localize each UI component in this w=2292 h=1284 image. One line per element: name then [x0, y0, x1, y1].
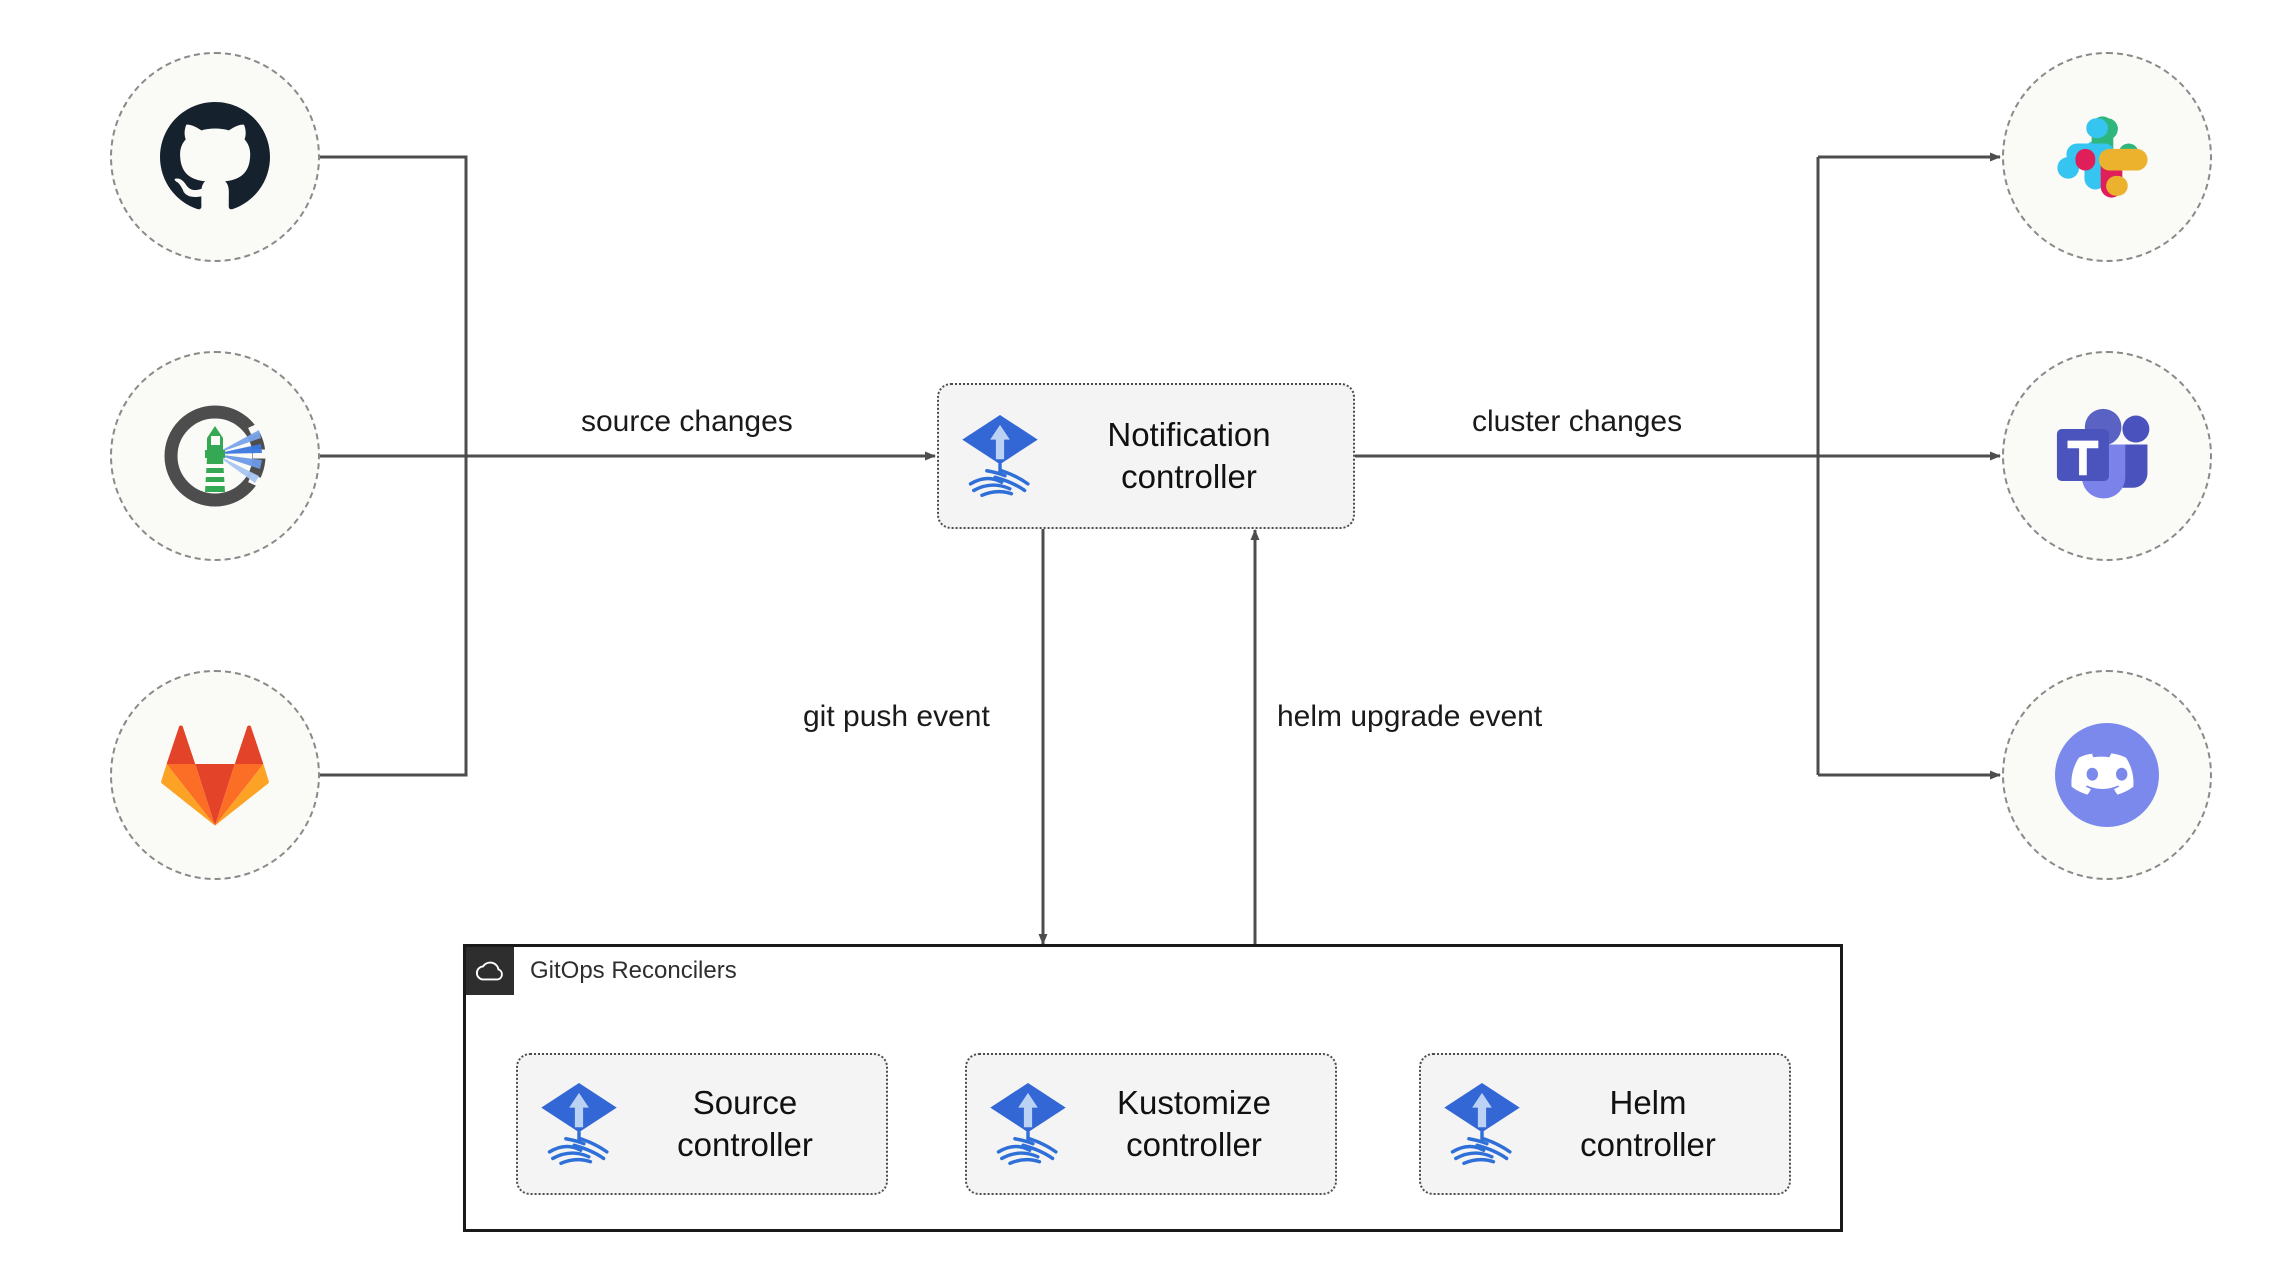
- gitops-reconcilers-container: GitOps Reconcilers Source controller: [463, 944, 1843, 1232]
- flux-icon: [962, 415, 1038, 498]
- notification-controller-box[interactable]: Notification controller: [937, 383, 1355, 529]
- teams-icon: [2056, 408, 2150, 499]
- container-title: GitOps Reconcilers: [530, 957, 737, 984]
- edge-label-source-changes: source changes: [581, 405, 793, 438]
- notification-controller-label: Notification controller: [1107, 415, 1271, 495]
- helm-controller-label: Helm controller: [1580, 1083, 1716, 1163]
- helm-controller-box[interactable]: Helm controller: [1419, 1053, 1791, 1195]
- kustomize-controller-box[interactable]: Kustomize controller: [965, 1053, 1337, 1195]
- edge-label-helm-upgrade-event: helm upgrade event: [1277, 700, 1543, 733]
- edge-github-to-bus: [317, 155, 468, 456]
- gitlab-icon: [161, 725, 269, 826]
- github-icon: [160, 102, 270, 210]
- slack-icon: [2057, 116, 2148, 198]
- discord-icon: [2055, 723, 2159, 827]
- edge-gitlab-to-bus: [317, 456, 468, 777]
- source-node-gitlab[interactable]: [110, 670, 320, 880]
- cloud-icon: [466, 947, 514, 995]
- flux-icon: [541, 1083, 617, 1166]
- source-node-github[interactable]: [110, 52, 320, 262]
- source-controller-label: Source controller: [677, 1083, 813, 1163]
- edge-label-git-push-event: git push event: [803, 700, 990, 733]
- flux-icon: [990, 1083, 1066, 1166]
- container-header: GitOps Reconcilers: [466, 947, 737, 995]
- helm-icon: [164, 405, 267, 507]
- edge-label-cluster-changes: cluster changes: [1472, 405, 1683, 438]
- kustomize-controller-label: Kustomize controller: [1116, 1083, 1272, 1163]
- source-controller-box[interactable]: Source controller: [516, 1053, 888, 1195]
- source-node-helm[interactable]: [110, 351, 320, 561]
- destination-node-slack[interactable]: [2002, 52, 2212, 262]
- destination-node-discord[interactable]: [2002, 670, 2212, 880]
- flux-icon: [1444, 1083, 1520, 1166]
- destination-node-teams[interactable]: [2002, 351, 2212, 561]
